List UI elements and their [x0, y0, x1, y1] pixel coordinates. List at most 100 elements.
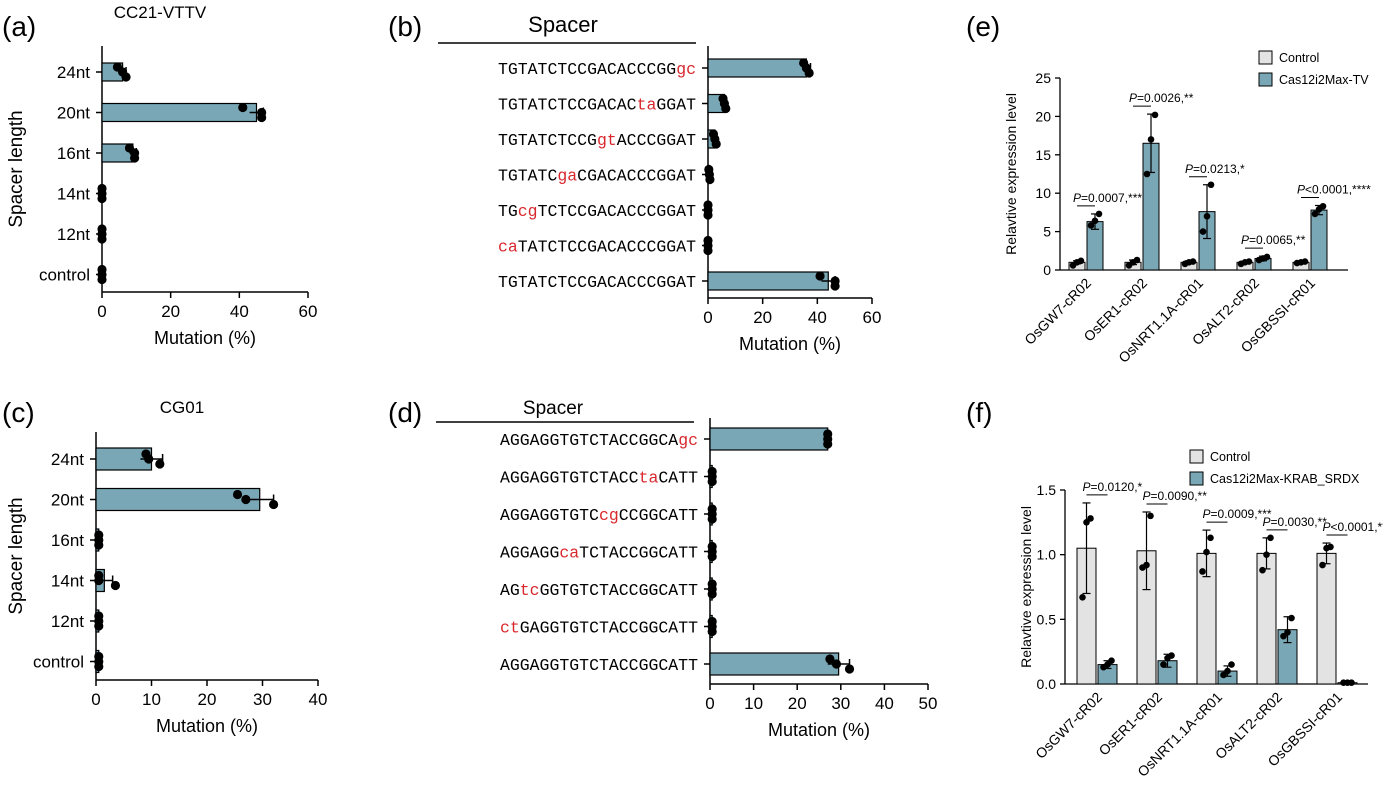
x-tick-label-d: 30	[831, 694, 850, 713]
x-axis-label-c: Mutation (%)	[156, 716, 258, 736]
data-point	[705, 174, 715, 185]
data-point	[707, 626, 717, 637]
data-point	[1091, 217, 1099, 225]
sequence-part: TATCTCCGACACCCGGAT	[518, 238, 696, 257]
data-point	[1207, 181, 1215, 189]
legend-label: Control	[1279, 51, 1319, 65]
sequence-part: TGTATC	[498, 167, 558, 186]
sequence-label: ctGAGGTGTCTACCGGCATT	[500, 619, 698, 638]
sequence-part: AG	[500, 581, 520, 600]
data-point	[1189, 258, 1197, 265]
sequence-part: AGGAGGTGTCTACC	[500, 469, 639, 488]
bar-f-3-0	[1256, 552, 1277, 685]
data-point	[1133, 256, 1141, 264]
sequence-part: AGGAGGTGTC	[500, 506, 599, 525]
sequence-part: TGTATCTCCG	[498, 131, 597, 150]
sequence-label: TGTATCTCCGACACCCGGAT	[498, 273, 696, 292]
data-point	[815, 271, 825, 281]
category-label: 20nt	[57, 104, 90, 123]
y-tick-label-f: 0.5	[1037, 611, 1057, 627]
category-label: 20nt	[51, 491, 84, 510]
sequence-label: AGGAGGTGTCTACCGGCAgc	[500, 431, 698, 450]
spacer-header-b: Spacer	[528, 12, 598, 37]
p-value: =0.0007,***	[1081, 191, 1142, 205]
sequence-label: TGTATCTCCGgtACCCGGAT	[498, 131, 696, 150]
panel-label-c: (c)	[2, 397, 35, 428]
data-point	[1203, 548, 1210, 556]
sequence-mutation: ta	[637, 96, 657, 115]
x-axis-label-a: Mutation (%)	[154, 328, 256, 348]
data-point	[1263, 551, 1270, 558]
sequence-mutation: ca	[559, 544, 579, 563]
y-tick-label-e: 15	[1035, 147, 1051, 163]
sequence-part: AGGAGGTGTCTACCGGCA	[500, 431, 678, 450]
data-point	[94, 621, 104, 631]
sequence-label: AGGAGGTGTCTACCtaCATT	[500, 469, 698, 488]
bar-b-6	[707, 271, 829, 291]
y-tick-label-e: 0	[1043, 262, 1051, 278]
data-point	[1160, 661, 1167, 668]
sequence-part: GAGGTGTCTACCGGCATT	[520, 619, 698, 638]
data-point	[1348, 679, 1355, 687]
sequence-mutation: gc	[678, 431, 698, 450]
p-symbol: P	[1129, 91, 1137, 105]
p-value: =0.0090,**	[1151, 489, 1208, 503]
sequence-mutation: ta	[639, 469, 659, 488]
y-tick-label-f: 0.0	[1037, 676, 1057, 692]
category-label: control	[39, 266, 90, 285]
data-point	[1319, 561, 1326, 569]
data-point	[1199, 568, 1206, 575]
p-value: <0.0001,****	[1331, 520, 1383, 534]
data-point	[144, 454, 154, 464]
sequence-part: TGTATCTCCGACACCCGGAT	[498, 273, 696, 292]
data-point	[707, 476, 717, 487]
bar-a-1	[101, 102, 258, 123]
data-point	[1301, 258, 1309, 265]
p-value: =0.0213,*	[1193, 162, 1245, 176]
data-point	[831, 659, 842, 669]
y-axis-label-c: Spacer length	[6, 497, 27, 614]
legend-label: Control	[1210, 450, 1250, 464]
category-label: control	[33, 653, 84, 672]
sequence-part: CCGGCATT	[619, 506, 698, 525]
x-tick-label-c: 10	[142, 690, 161, 709]
legend-swatch	[1258, 72, 1273, 87]
data-point	[703, 210, 713, 220]
bar-e-4-1	[1310, 209, 1328, 271]
category-label: 14nt	[57, 185, 90, 204]
significance-label: P=0.0007,***	[1073, 191, 1142, 205]
data-point	[1327, 543, 1334, 551]
data-point	[94, 661, 104, 672]
chart-title-a: CC21-VTTV	[114, 3, 207, 22]
significance-label: P=0.0213,*	[1185, 162, 1245, 176]
p-value: =0.0009,***	[1211, 507, 1272, 521]
panel-label-e: (e)	[966, 11, 1000, 42]
data-point	[825, 654, 835, 664]
sequence-part: ACCCGGAT	[617, 131, 696, 150]
y-axis-label-f: Relavtive expression level	[1018, 506, 1034, 668]
significance-label: P=0.0030,**	[1263, 515, 1328, 529]
data-point	[707, 551, 717, 562]
sequence-label: AGtcGGTGTCTACCGGCATT	[500, 581, 698, 600]
sequence-part: GGTGTCTACCGGCATT	[540, 581, 699, 600]
data-point	[1151, 111, 1159, 119]
x-tick-label-b: 60	[863, 308, 882, 327]
x-tick-label-a: 40	[230, 302, 249, 321]
sequence-label: TGcgTCTCCGACACCCGGAT	[498, 202, 696, 221]
x-tick-label-a: 20	[161, 302, 180, 321]
p-symbol: P	[1323, 520, 1331, 534]
sequence-label: AGGAGGTGTCcgCCGGCATT	[500, 506, 698, 525]
data-point	[707, 589, 717, 599]
sequence-mutation: tc	[520, 581, 540, 600]
bar-d-0	[709, 427, 829, 451]
category-label: 12nt	[51, 612, 84, 631]
legend-label: Cas12i2Max-KRAB_SRDX	[1210, 472, 1360, 486]
x-tick-label-d: 40	[875, 694, 894, 713]
data-point	[804, 68, 814, 78]
y-tick-label-f: 1.5	[1037, 482, 1057, 498]
p-value: <0.0001,****	[1305, 182, 1371, 196]
data-point	[844, 664, 855, 674]
data-point	[1263, 253, 1271, 261]
p-symbol: P	[1143, 489, 1151, 503]
data-point	[1108, 657, 1115, 665]
